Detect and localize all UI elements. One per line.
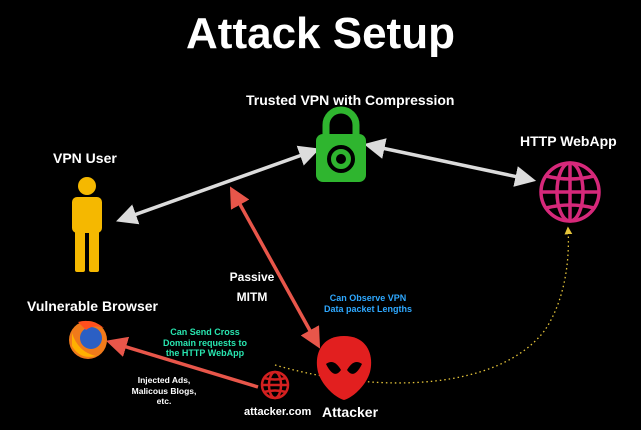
vpn-label: Trusted VPN with Compression bbox=[246, 92, 455, 108]
ads-line3: etc. bbox=[156, 396, 172, 406]
passive-mitm-line2: MITM bbox=[236, 290, 268, 304]
injected-ads-annotation: Injected Ads, Malicous Blogs, etc. bbox=[124, 375, 204, 407]
person-icon bbox=[72, 177, 102, 272]
webapp-globe-icon bbox=[539, 161, 601, 223]
firefox-icon bbox=[69, 320, 107, 359]
user-vpn-arrow bbox=[116, 145, 320, 225]
passive-mitm-arrow bbox=[229, 186, 321, 349]
ads-line2: Malicous Blogs, bbox=[131, 385, 197, 396]
observe-annotation: Can Observe VPN Data packet Lengths bbox=[309, 293, 427, 314]
observe-line2: Data packet Lengths bbox=[323, 303, 413, 314]
attacker-site-browser-arrow bbox=[105, 336, 259, 389]
cross-line3: the HTTP WebApp bbox=[165, 348, 245, 358]
cross-line2: Domain requests to bbox=[162, 337, 247, 348]
page-title: Attack Setup bbox=[186, 9, 455, 58]
alien-icon bbox=[316, 336, 372, 400]
vpn-webapp-arrow bbox=[363, 138, 537, 187]
cross-line1: Can Send Cross bbox=[170, 327, 240, 337]
cross-domain-annotation: Can Send Cross Domain requests to the HT… bbox=[150, 327, 260, 359]
observe-line1: Can Observe VPN bbox=[329, 293, 407, 303]
attacker-site-globe-icon bbox=[260, 370, 290, 400]
attacker-site-label: attacker.com bbox=[244, 406, 312, 418]
attacker-label: Attacker bbox=[322, 404, 379, 420]
passive-mitm-line1: Passive bbox=[229, 270, 275, 284]
passive-mitm-label: Passive MITM bbox=[222, 270, 282, 305]
vulnerable-browser-label: Vulnerable Browser bbox=[27, 298, 158, 314]
vpn-user-label: VPN User bbox=[53, 150, 117, 166]
padlock-icon bbox=[316, 106, 366, 182]
ads-line1: Injected Ads, bbox=[137, 375, 191, 385]
webapp-label: HTTP WebApp bbox=[520, 133, 617, 149]
